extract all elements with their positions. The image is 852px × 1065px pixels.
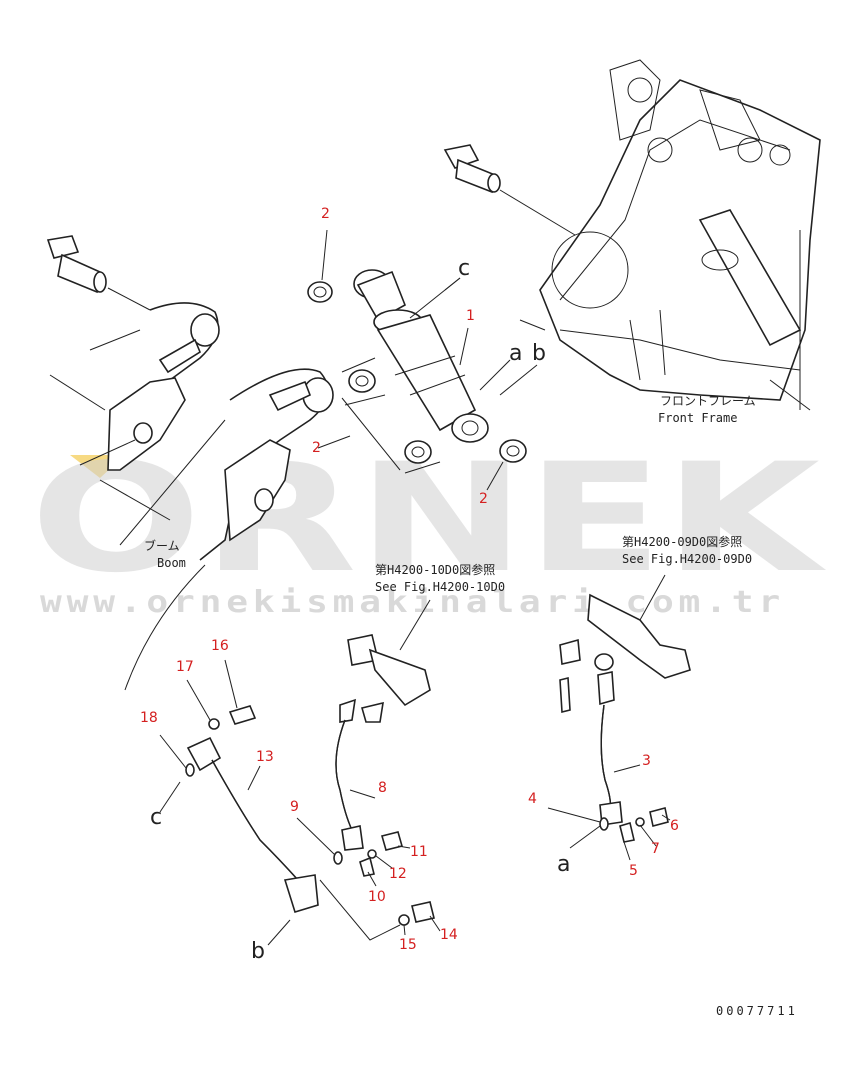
fig-ref-1-en: See Fig.H4200-10D0 [375, 580, 505, 594]
frame-pin [443, 144, 576, 236]
drawing-number: 00077711 [716, 1004, 798, 1018]
boom-pin [46, 235, 151, 311]
callout-1: 1 [466, 308, 475, 324]
leader-lines [159, 229, 671, 946]
watermark-brand: ORNEK [30, 432, 826, 606]
reference-labels: フロントフレーム Front Frame ブーム Boom 第H4200-10D… [144, 394, 798, 1018]
callout-8: 8 [378, 780, 387, 796]
callout-2c: 2 [479, 491, 488, 507]
letter-a-bottom: a [557, 852, 570, 877]
fig-ref-1-jp: 第H4200-10D0図参照 [375, 562, 495, 577]
hose-13 [186, 736, 401, 941]
washers [307, 281, 527, 464]
callouts: 1 2 2 2 3 4 5 6 7 8 9 10 11 12 13 14 15 … [140, 206, 679, 953]
callout-4: 4 [528, 791, 537, 807]
callout-10: 10 [368, 889, 386, 905]
fig-ref-2-jp: 第H4200-09D0図参照 [622, 534, 742, 549]
callout-3: 3 [642, 753, 651, 769]
callout-18: 18 [140, 710, 158, 726]
front-frame-drawing [519, 59, 821, 411]
front-frame-label-jp: フロントフレーム [660, 394, 756, 408]
letter-c-top: c [458, 256, 470, 281]
callout-2a: 2 [321, 206, 330, 222]
watermark: ORNEK www.ornekismakinalari.com.tr [30, 432, 826, 620]
callout-16: 16 [211, 638, 229, 654]
callout-6: 6 [670, 818, 679, 834]
callout-14: 14 [440, 927, 458, 943]
hose-8 [335, 634, 431, 851]
letter-b-bottom: b [251, 939, 265, 964]
callout-11: 11 [410, 844, 428, 860]
connection-letters: a a b b c c [150, 256, 570, 964]
callout-7: 7 [651, 841, 660, 857]
fasteners [185, 705, 669, 926]
callout-5: 5 [629, 863, 638, 879]
boom-label-jp: ブーム [144, 538, 180, 553]
callout-17: 17 [176, 659, 194, 675]
callout-9: 9 [290, 799, 299, 815]
fig-ref-2-en: See Fig.H4200-09D0 [622, 552, 752, 566]
lift-cylinder [353, 269, 489, 443]
letter-b-top: b [532, 341, 546, 366]
boom-label-en: Boom [157, 556, 186, 570]
callout-12: 12 [389, 866, 407, 882]
boom-drawing [49, 302, 334, 691]
letter-a-top: a [509, 341, 522, 366]
callout-15: 15 [399, 937, 417, 953]
hose-3 [559, 593, 691, 826]
callout-13: 13 [256, 749, 274, 765]
front-frame-label-en: Front Frame [658, 411, 737, 425]
bracket-lines [341, 357, 441, 474]
letter-c-bottom: c [150, 805, 162, 830]
callout-2b: 2 [312, 440, 321, 456]
